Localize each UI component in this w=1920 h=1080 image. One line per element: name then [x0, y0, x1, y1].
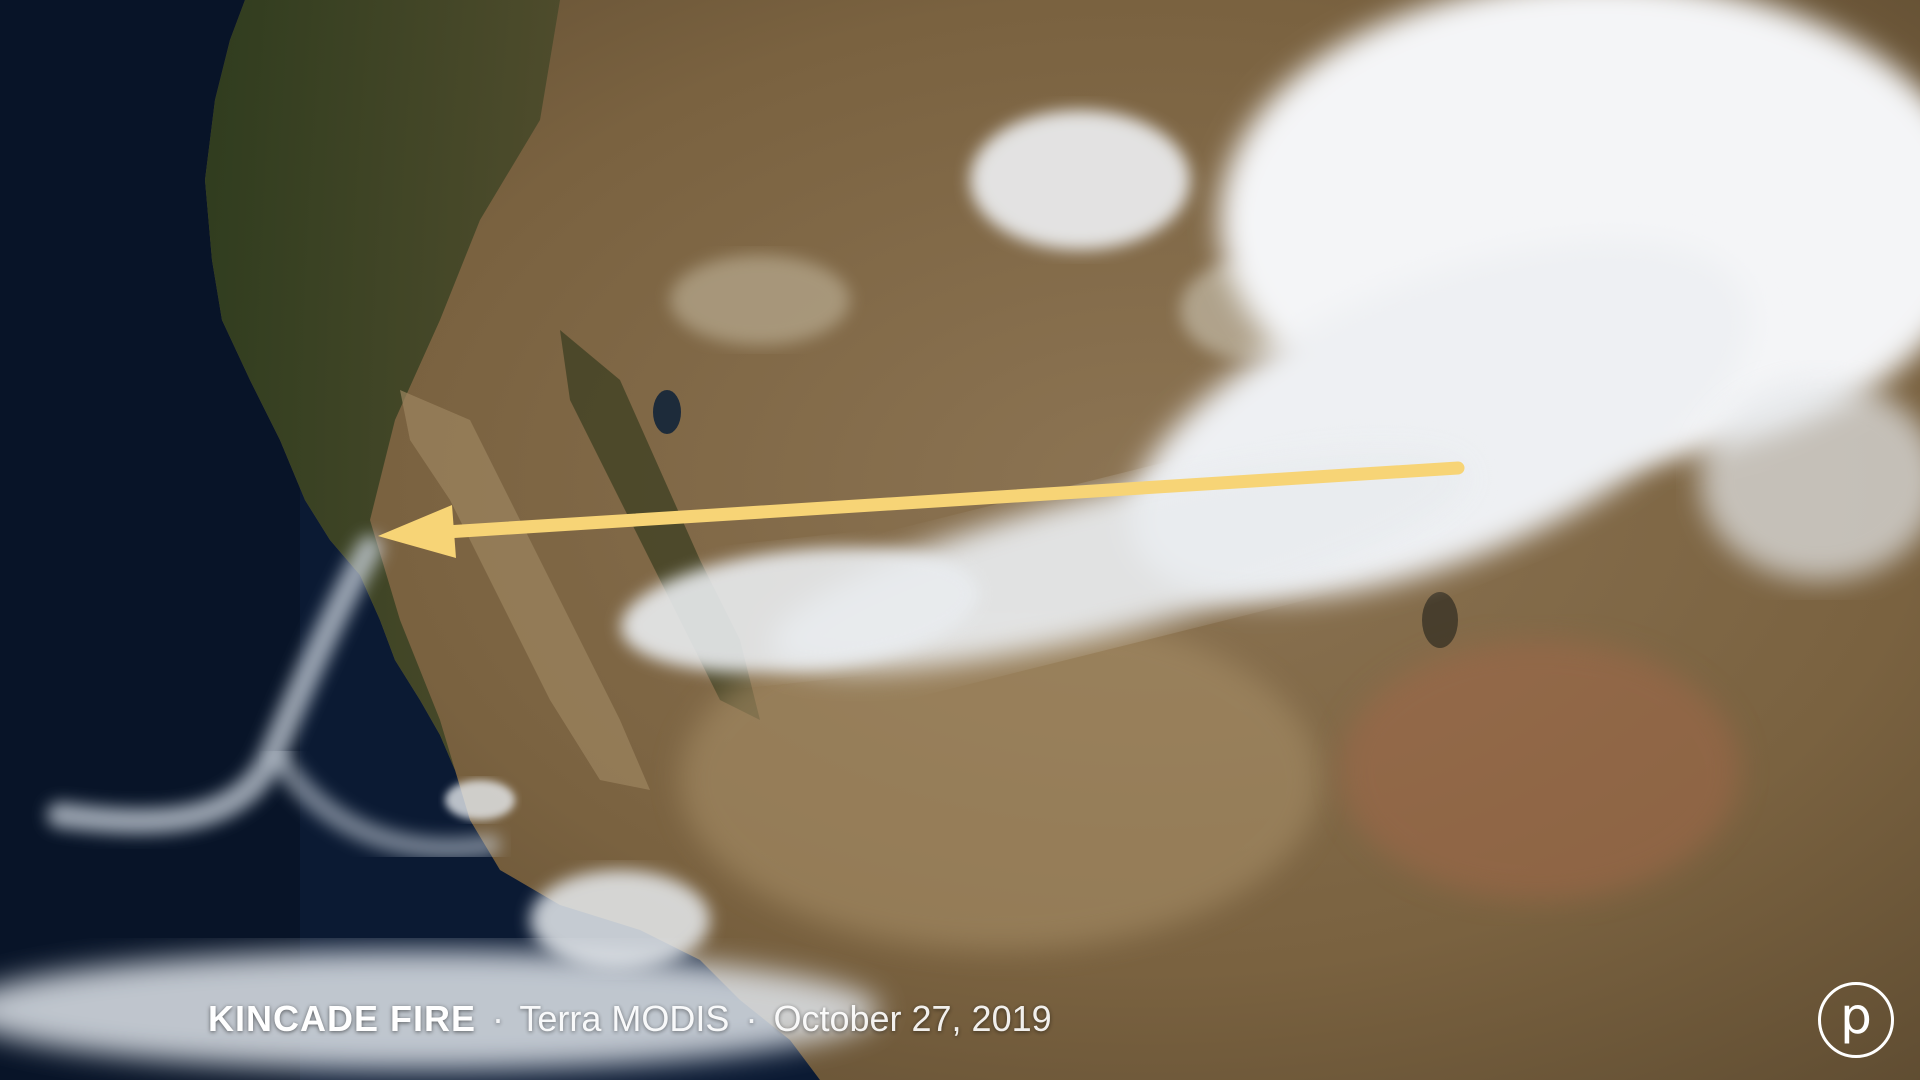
marine-cloud	[0, 950, 880, 1070]
central-valley	[400, 390, 650, 790]
desert-patch	[1340, 640, 1740, 900]
caption-date: October 27, 2019	[773, 998, 1052, 1039]
caption-source: Terra MODIS	[519, 998, 730, 1039]
cloud	[970, 110, 1190, 250]
caption-title: KINCADE FIRE	[208, 998, 477, 1039]
arrow-icon	[378, 461, 1465, 558]
cloud	[620, 547, 980, 673]
logo-glyph: p	[1840, 987, 1872, 1045]
salt-flat	[670, 255, 850, 345]
smoke-plume	[269, 749, 501, 860]
lake	[1422, 592, 1458, 648]
cloud	[1700, 380, 1920, 580]
caption-separator: ·	[745, 998, 758, 1039]
coastal-forest	[205, 0, 560, 820]
caption-separator: ·	[492, 998, 505, 1039]
image-caption: KINCADE FIRE · Terra MODIS · October 27,…	[208, 994, 1052, 1044]
marine-cloud	[530, 870, 710, 970]
lake	[653, 390, 681, 434]
publisher-logo-icon: p	[1818, 982, 1894, 1058]
marine-cloud	[445, 780, 515, 820]
desert-patch	[680, 610, 1320, 950]
